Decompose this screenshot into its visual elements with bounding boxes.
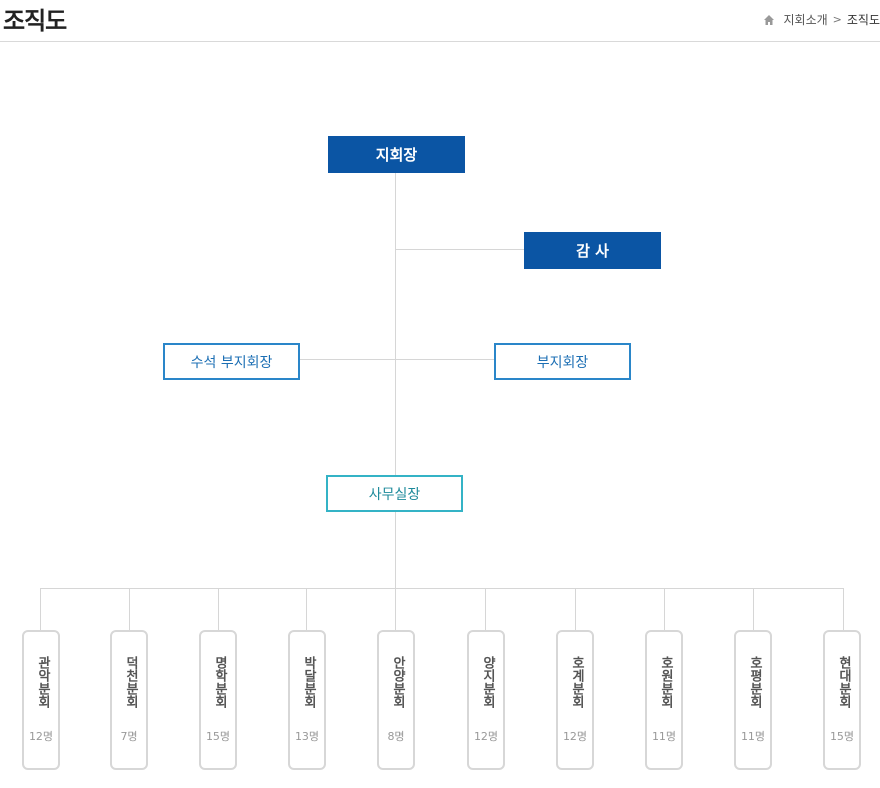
branch-card[interactable]: 명학분회 15명 bbox=[199, 630, 237, 770]
branch-member-count: 15명 bbox=[205, 730, 231, 743]
page-title: 조직도 bbox=[3, 7, 67, 35]
breadcrumb: 지회소개 > 조직도 bbox=[763, 11, 880, 28]
branch-member-count: 12명 bbox=[28, 730, 54, 743]
branch-member-count: 12명 bbox=[562, 730, 588, 743]
branch-name: 양지분회 bbox=[480, 656, 495, 708]
secretary-general-box[interactable]: 사무실장 bbox=[326, 475, 463, 512]
connector-branch-drop bbox=[306, 588, 307, 630]
senior-vice-president-box[interactable]: 수석 부지회장 bbox=[163, 343, 300, 380]
branch-card[interactable]: 관악분회 12명 bbox=[22, 630, 60, 770]
branch-name: 호계분회 bbox=[569, 656, 584, 708]
branch-card[interactable]: 호평분회 11명 bbox=[734, 630, 772, 770]
branch-name: 관악분회 bbox=[35, 656, 50, 708]
branch-name: 안양분회 bbox=[390, 656, 405, 708]
connector-branch-drop bbox=[395, 588, 396, 630]
auditor-box[interactable]: 감 사 bbox=[524, 232, 661, 269]
connector-branch-drop bbox=[753, 588, 754, 630]
connector-branch-drop bbox=[575, 588, 576, 630]
branch-name: 덕천분회 bbox=[123, 656, 138, 708]
branch-member-count: 13명 bbox=[294, 730, 320, 743]
home-icon[interactable] bbox=[763, 14, 775, 26]
branch-card[interactable]: 박달분회 13명 bbox=[288, 630, 326, 770]
connector-auditor bbox=[396, 249, 524, 250]
connector-branch-drop bbox=[129, 588, 130, 630]
branch-member-count: 8명 bbox=[387, 730, 405, 743]
branch-member-count: 11명 bbox=[651, 730, 677, 743]
branch-card[interactable]: 양지분회 12명 bbox=[467, 630, 505, 770]
branch-card[interactable]: 안양분회 8명 bbox=[377, 630, 415, 770]
connector-branch-drop bbox=[485, 588, 486, 630]
branch-name: 호원분회 bbox=[658, 656, 673, 708]
branch-card[interactable]: 현대분회 15명 bbox=[823, 630, 861, 770]
breadcrumb-item-current: 조직도 bbox=[846, 13, 880, 27]
vice-president-box[interactable]: 부지회장 bbox=[494, 343, 631, 380]
connector-branches-horizontal bbox=[40, 588, 844, 589]
branch-card[interactable]: 호계분회 12명 bbox=[556, 630, 594, 770]
branch-card[interactable]: 덕천분회 7명 bbox=[110, 630, 148, 770]
connector-branch-drop bbox=[40, 588, 41, 630]
connector-branch-drop bbox=[843, 588, 844, 630]
branch-card[interactable]: 호원분회 11명 bbox=[645, 630, 683, 770]
president-box[interactable]: 지회장 bbox=[328, 136, 465, 173]
page-header: 조직도 지회소개 > 조직도 bbox=[0, 0, 880, 42]
branch-name: 호평분회 bbox=[747, 656, 762, 708]
connector-main-vertical bbox=[395, 172, 396, 588]
branch-name: 박달분회 bbox=[301, 656, 316, 708]
branch-name: 현대분회 bbox=[836, 656, 851, 708]
branch-member-count: 11명 bbox=[740, 730, 766, 743]
branch-member-count: 7명 bbox=[120, 730, 138, 743]
chevron-right-icon: > bbox=[832, 13, 842, 26]
connector-vice-presidents bbox=[300, 359, 494, 360]
connector-branch-drop bbox=[218, 588, 219, 630]
breadcrumb-item-intro[interactable]: 지회소개 bbox=[783, 13, 828, 27]
branch-member-count: 12명 bbox=[473, 730, 499, 743]
branch-member-count: 15명 bbox=[829, 730, 855, 743]
branch-name: 명학분회 bbox=[212, 656, 227, 708]
org-chart: 지회장 감 사 수석 부지회장 부지회장 사무실장 관악분회 12명 덕천분회 … bbox=[0, 42, 880, 788]
connector-branch-drop bbox=[664, 588, 665, 630]
